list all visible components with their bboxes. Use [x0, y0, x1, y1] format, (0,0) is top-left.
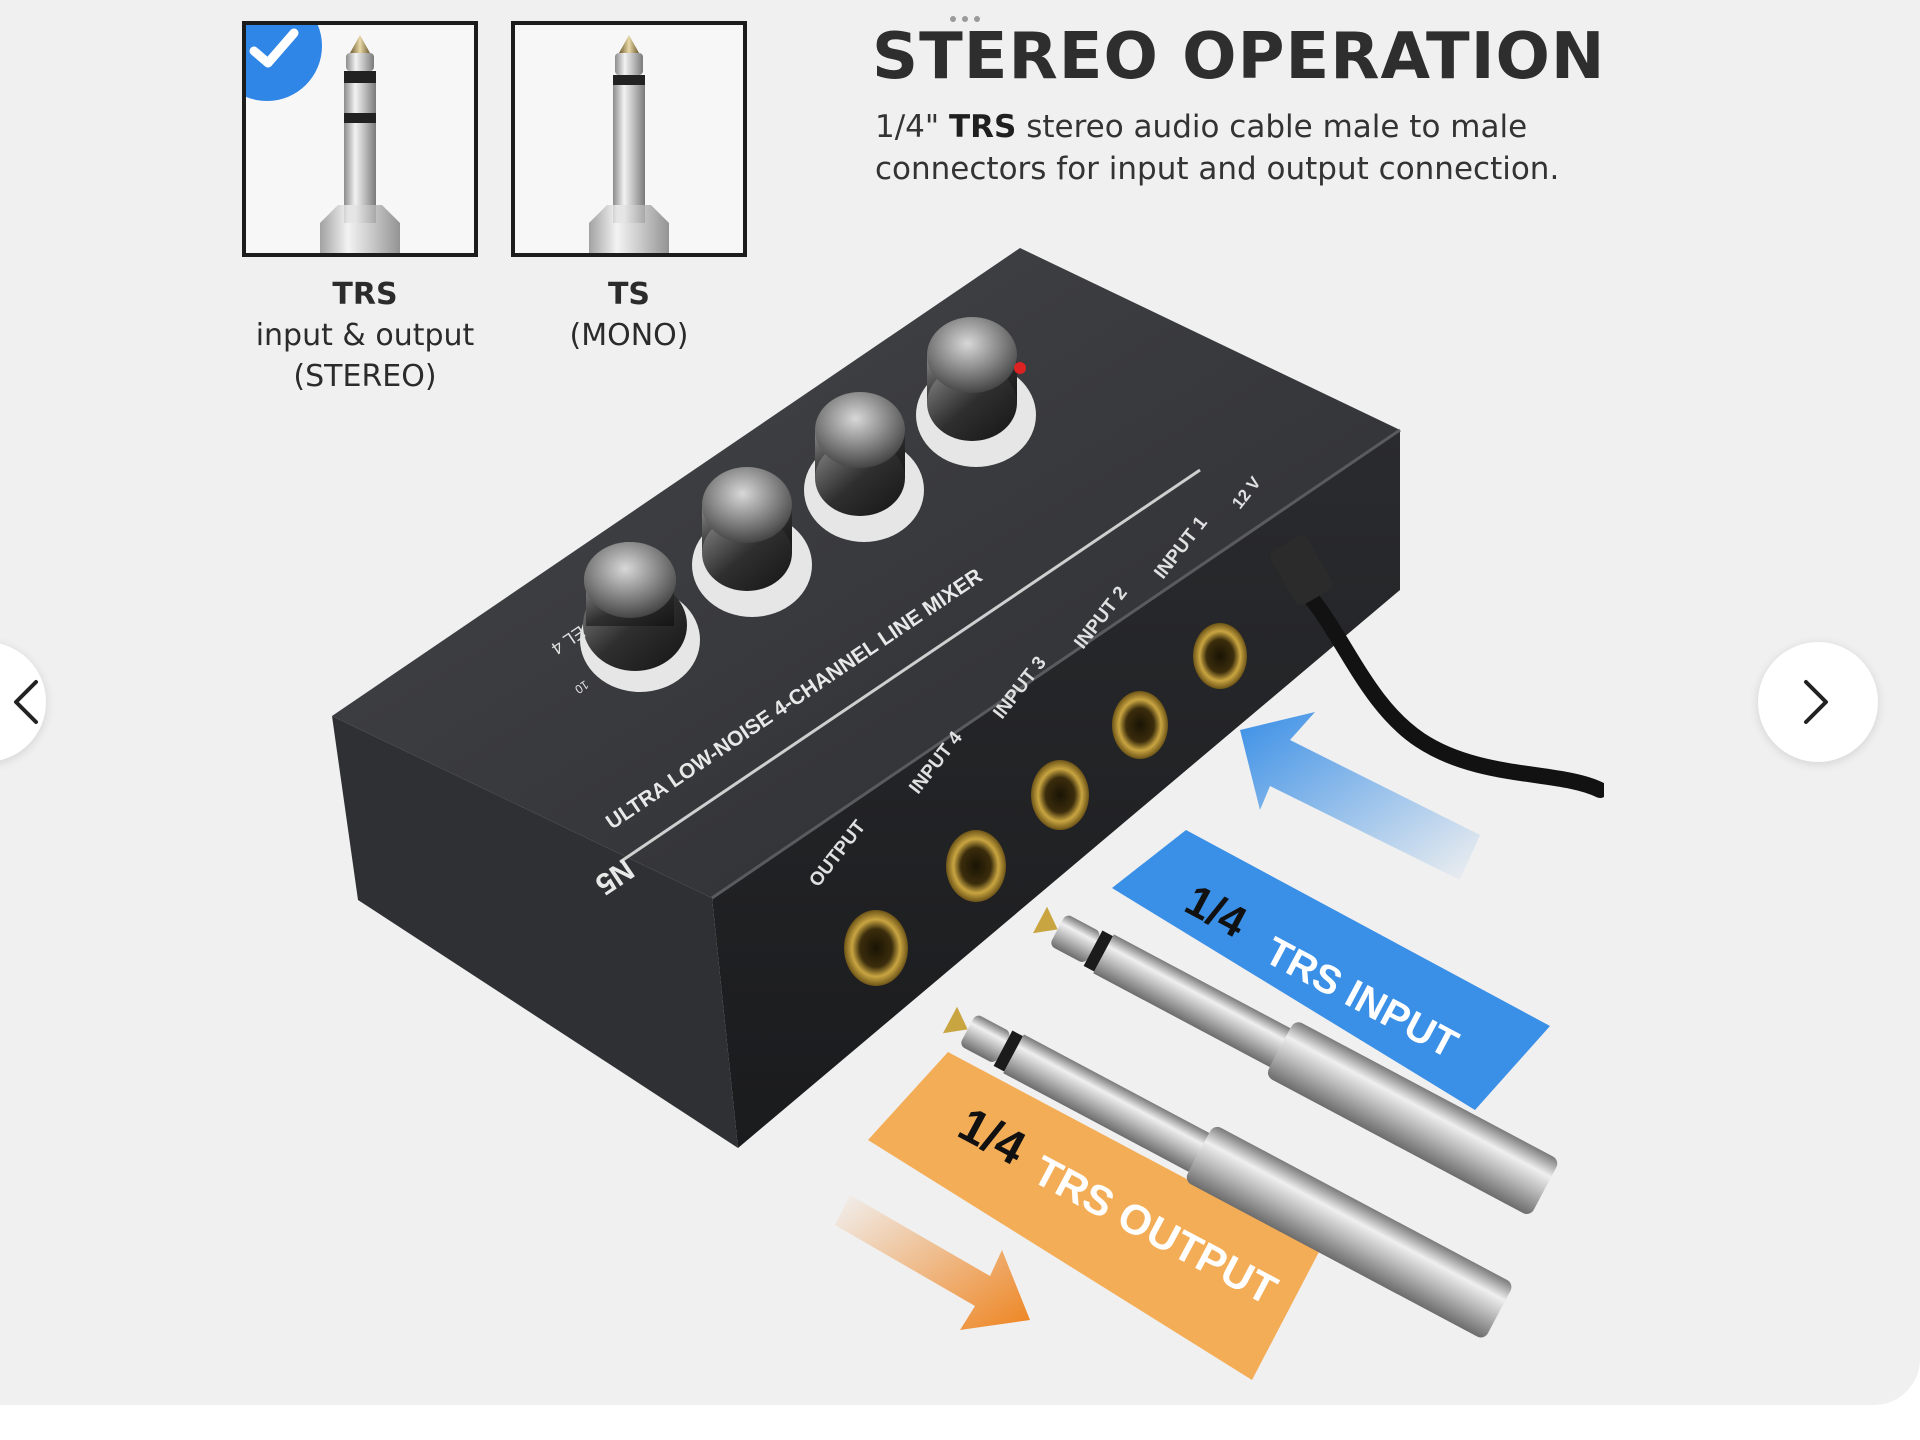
trs-caption: TRS input & output (STEREO) — [240, 274, 490, 397]
chevron-right-icon — [1804, 680, 1828, 724]
volume-knob-3 — [692, 467, 812, 617]
image-viewer: TRS input & output (STEREO) TS (MONO) ST… — [0, 0, 1920, 1405]
mixer-left-face — [332, 716, 738, 1148]
headline: STEREO OPERATION — [872, 20, 1606, 94]
power-cable — [1282, 567, 1608, 798]
mixer-product-image: ULTRA LOW-NOISE 4-CHANNEL LINE MIXER N5 … — [332, 240, 1620, 1405]
output-direction-arrow — [835, 1195, 1030, 1330]
trs-line-2: (STEREO) — [293, 359, 437, 394]
input-tag-shape — [1112, 830, 1550, 1110]
more-dots-icon[interactable] — [950, 16, 980, 22]
ts-line-1: (MONO) — [569, 318, 689, 353]
input-plug — [1032, 906, 1558, 1214]
jack-output — [844, 910, 908, 986]
jack-input-2 — [1112, 691, 1168, 759]
jack-input-1 — [1193, 623, 1247, 689]
output-plug — [942, 1006, 1512, 1338]
input-direction-arrow — [1240, 712, 1480, 880]
next-image-button[interactable] — [1758, 642, 1878, 762]
description: 1/4" TRS stereo audio cable male to male… — [875, 106, 1615, 190]
ts-plug-icon — [589, 35, 669, 253]
volume-knob-2 — [804, 392, 924, 542]
description-rest: stereo audio cable male to male connecto… — [875, 109, 1560, 187]
description-emphasis: TRS — [949, 109, 1017, 145]
previous-image-button[interactable] — [0, 642, 46, 762]
jack-input-4 — [946, 830, 1006, 902]
trs-line-1: input & output — [255, 318, 475, 353]
ts-caption: TS (MONO) — [509, 274, 749, 356]
trs-plug-icon — [320, 35, 400, 253]
mixer-top-face — [332, 248, 1400, 898]
description-prefix: 1/4" — [875, 109, 940, 145]
trs-plug-card — [242, 21, 478, 257]
ts-plug-card — [511, 21, 747, 257]
jack-input-3 — [1031, 760, 1089, 830]
ts-title: TS — [607, 277, 651, 312]
output-tag-shape — [868, 1052, 1320, 1380]
volume-knob-1 — [916, 317, 1036, 467]
volume-knob-4 — [580, 542, 700, 692]
chevron-left-icon — [14, 680, 38, 724]
trs-title: TRS — [332, 277, 398, 312]
